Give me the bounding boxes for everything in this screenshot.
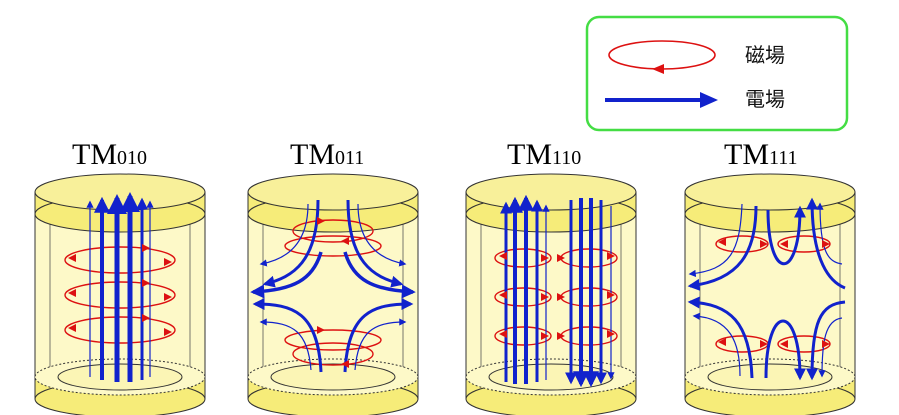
cavity-tm110	[465, 173, 637, 415]
mode-label-tm111: TM111	[724, 138, 798, 171]
mode-label-tm011: TM011	[290, 138, 365, 171]
legend-electric-label: 電場	[745, 87, 785, 111]
cavity-tm011	[247, 173, 419, 415]
mode-label-tm110: TM110	[507, 138, 582, 171]
legend-magnetic-label: 磁場	[745, 43, 785, 67]
cavity-tm111	[684, 173, 856, 415]
cavity-tm010	[34, 173, 206, 415]
mode-label-tm010: TM010	[72, 138, 147, 171]
legend-box: 磁場 電場	[585, 15, 849, 132]
